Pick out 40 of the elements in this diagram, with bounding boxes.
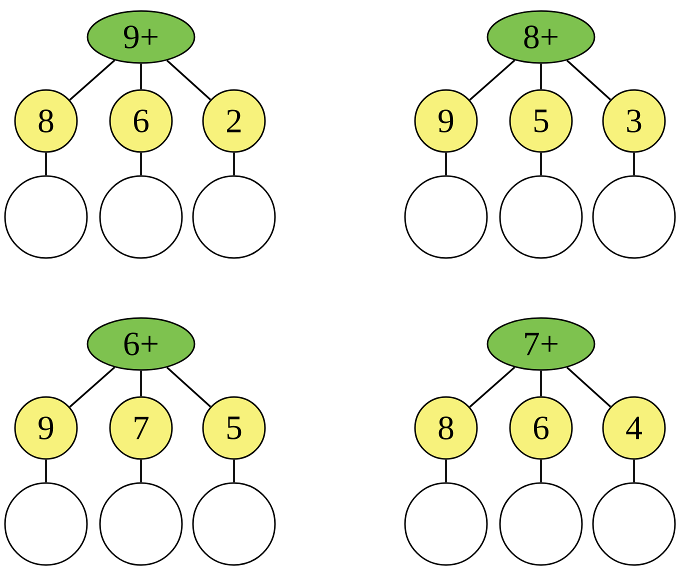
connector-line bbox=[140, 152, 142, 176]
connector-line bbox=[540, 370, 542, 396]
answer-circle bbox=[499, 482, 583, 566]
connector-line bbox=[566, 60, 612, 100]
connector-line bbox=[45, 152, 47, 176]
connector-line bbox=[540, 460, 542, 482]
connector-line bbox=[69, 366, 116, 408]
connector-line bbox=[166, 366, 212, 408]
connector-line bbox=[233, 152, 235, 176]
connector-line bbox=[633, 152, 635, 176]
answer-circle bbox=[592, 175, 676, 259]
answer-circle bbox=[4, 482, 88, 566]
number-oval: 6+ bbox=[86, 317, 196, 371]
connector-line bbox=[140, 370, 142, 396]
number-oval: 9+ bbox=[86, 10, 196, 64]
answer-circle bbox=[99, 482, 183, 566]
connector-line bbox=[540, 64, 542, 90]
answer-circle bbox=[499, 175, 583, 259]
connector-line bbox=[469, 60, 516, 101]
connector-line bbox=[166, 60, 212, 100]
connector-line bbox=[566, 366, 612, 408]
answer-circle bbox=[99, 175, 183, 259]
connector-line bbox=[69, 60, 116, 101]
connector-line bbox=[45, 460, 47, 482]
answer-circle bbox=[192, 482, 276, 566]
connector-line bbox=[445, 460, 447, 482]
answer-circle bbox=[404, 175, 488, 259]
answer-circle bbox=[592, 482, 676, 566]
number-oval: 8+ bbox=[486, 10, 596, 64]
connector-line bbox=[233, 460, 235, 482]
connector-line bbox=[445, 152, 447, 176]
connector-line bbox=[469, 366, 516, 408]
connector-line bbox=[540, 152, 542, 176]
connector-line bbox=[633, 460, 635, 482]
connector-line bbox=[140, 460, 142, 482]
answer-circle bbox=[192, 175, 276, 259]
answer-circle bbox=[4, 175, 88, 259]
answer-circle bbox=[404, 482, 488, 566]
number-oval: 7+ bbox=[486, 317, 596, 371]
connector-line bbox=[140, 64, 142, 90]
